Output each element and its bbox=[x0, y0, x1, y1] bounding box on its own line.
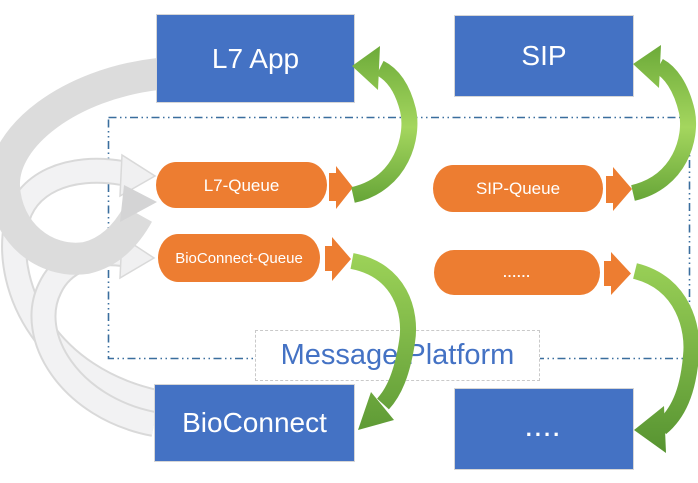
message-platform-label-box: Message Platform bbox=[255, 330, 540, 381]
gray-arrow-bioconnect-to-l7-queue bbox=[1, 153, 160, 415]
l7-queue-arrow-icon bbox=[329, 166, 353, 209]
sip-queue-shape: SIP-Queue bbox=[433, 165, 603, 212]
l7-app-label: L7 App bbox=[211, 42, 300, 74]
bioconnect-queue-shape: BioConnect-Queue bbox=[158, 234, 320, 282]
l7-app-box: L7 App bbox=[156, 14, 355, 103]
gray-arrow-bioconnect-to-bioconnect-queue bbox=[30, 235, 157, 437]
green-arrow-sip-queue-to-sip bbox=[630, 45, 696, 201]
green-arrow-l7-queue-to-l7-app bbox=[350, 46, 418, 203]
bioconnect-label: BioConnect bbox=[182, 407, 327, 438]
sip-label: SIP bbox=[521, 40, 567, 71]
green-arrow-other-queue-to-other-app bbox=[632, 263, 698, 453]
gray-arrow-l7app-to-l7-queue bbox=[0, 58, 161, 275]
message-platform-label: Message Platform bbox=[280, 339, 515, 371]
other-queue-label: ...... bbox=[503, 265, 531, 280]
l7-queue-shape: L7-Queue bbox=[156, 162, 327, 208]
other-app-box: .... bbox=[454, 388, 634, 470]
other-queue-arrow-icon bbox=[604, 252, 631, 295]
bioconnect-box: BioConnect bbox=[154, 384, 355, 462]
sip-queue-label: SIP-Queue bbox=[475, 179, 561, 198]
sip-box: SIP bbox=[454, 15, 634, 97]
bioconnect-queue-arrow-icon bbox=[325, 237, 351, 281]
l7-queue-label: L7-Queue bbox=[203, 175, 280, 195]
bioconnect-queue-label: BioConnect-Queue bbox=[175, 249, 303, 267]
sip-queue-arrow-icon bbox=[606, 167, 632, 211]
other-queue-shape: ...... bbox=[434, 250, 600, 295]
other-app-label: .... bbox=[525, 416, 563, 441]
